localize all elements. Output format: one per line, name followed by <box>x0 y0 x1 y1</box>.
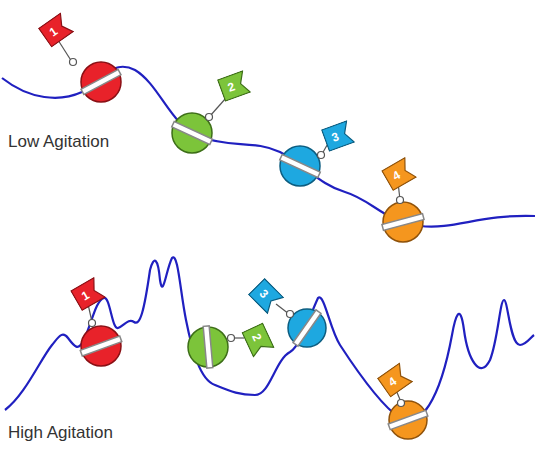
row-label: High Agitation <box>8 423 113 443</box>
numbered-flag: 1 <box>70 277 106 312</box>
callout-number: 3 <box>248 278 281 311</box>
energy-curve <box>2 67 535 227</box>
numbered-flag: 2 <box>241 322 275 358</box>
numbered-flag: 4 <box>377 362 414 398</box>
callout-number: 2 <box>241 322 272 352</box>
row-label: Low Agitation <box>8 132 109 152</box>
flag-pole <box>58 40 405 407</box>
numbered-flag: 1 <box>38 12 75 48</box>
numbered-flag: 4 <box>381 157 417 192</box>
callout-number: 4 <box>381 160 412 192</box>
numbered-flag: 3 <box>248 278 285 315</box>
numbered-flag: 2 <box>217 70 252 102</box>
callout-number: 4 <box>377 366 409 398</box>
energy-curve <box>5 257 534 420</box>
callout-number: 1 <box>38 16 70 48</box>
